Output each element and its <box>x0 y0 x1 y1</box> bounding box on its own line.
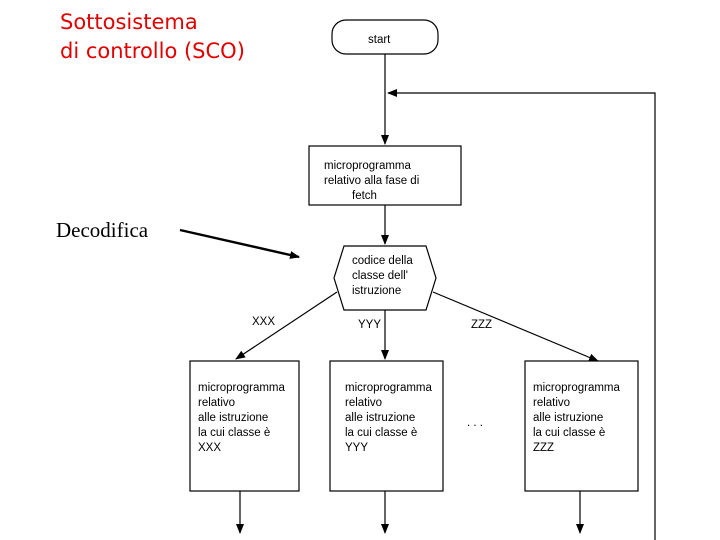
decode-line-3: istruzione <box>352 285 402 297</box>
decodifica-pointer-arrow <box>179 228 300 259</box>
xxx-line-3: alle istruzione <box>198 412 269 424</box>
yyy-line-1: microprogramma <box>345 382 432 394</box>
microprogram-zzz-node <box>524 360 639 492</box>
title-line-1: Sottosistema <box>60 10 198 34</box>
microprogram-xxx-node <box>189 360 300 492</box>
edge-decode-zzz <box>432 291 599 362</box>
decode-line-1: codice della <box>352 255 413 267</box>
yyy-line-3: alle istruzione <box>345 412 416 424</box>
yyy-line-2: relativo <box>345 397 383 409</box>
start-node-label: start <box>368 34 391 46</box>
zzz-line-3: alle istruzione <box>533 412 604 424</box>
fetch-line-2: relativo alla fase di <box>324 175 420 187</box>
title-line-2: di controllo (SCO) <box>60 39 245 63</box>
decode-node <box>333 245 437 311</box>
xxx-line-4: la cui classe è <box>198 427 271 439</box>
xxx-line-5: XXX <box>198 442 222 454</box>
branch-ellipsis: . . . <box>467 417 483 429</box>
loop-back-line <box>387 89 656 540</box>
edge-label-xxx: XXX <box>252 316 276 328</box>
yyy-node-label: microprogramma relativo alle istruzione … <box>345 381 432 456</box>
zzz-line-1: microprogramma <box>533 382 620 394</box>
zzz-line-2: relativo <box>533 397 571 409</box>
decode-node-label: codice della classe dell' istruzione <box>352 254 413 299</box>
edge-label-yyy: YYY <box>358 319 382 331</box>
fetch-node-label: microprogramma relativo alla fase di fet… <box>324 159 419 204</box>
decode-line-2: classe dell' <box>352 270 408 282</box>
xxx-node-label: microprogramma relativo alle istruzione … <box>198 381 285 456</box>
xxx-line-1: microprogramma <box>198 382 285 394</box>
decodifica-label: Decodifica <box>56 218 149 242</box>
edge-decode-xxx <box>235 291 338 360</box>
diagram-title: Sottosistema di controllo (SCO) <box>60 8 245 66</box>
edge-label-zzz: ZZZ <box>471 319 493 331</box>
yyy-line-5: YYY <box>345 442 369 454</box>
fetch-node <box>308 145 462 206</box>
yyy-line-4: la cui classe è <box>345 427 418 439</box>
microprogram-yyy-node <box>329 360 444 492</box>
zzz-node-label: microprogramma relativo alle istruzione … <box>533 381 620 456</box>
fetch-line-1: microprogramma <box>324 160 411 172</box>
xxx-line-2: relativo <box>198 397 236 409</box>
fetch-line-3: fetch <box>352 190 377 202</box>
zzz-line-5: ZZZ <box>533 442 555 454</box>
zzz-line-4: la cui classe è <box>533 427 606 439</box>
